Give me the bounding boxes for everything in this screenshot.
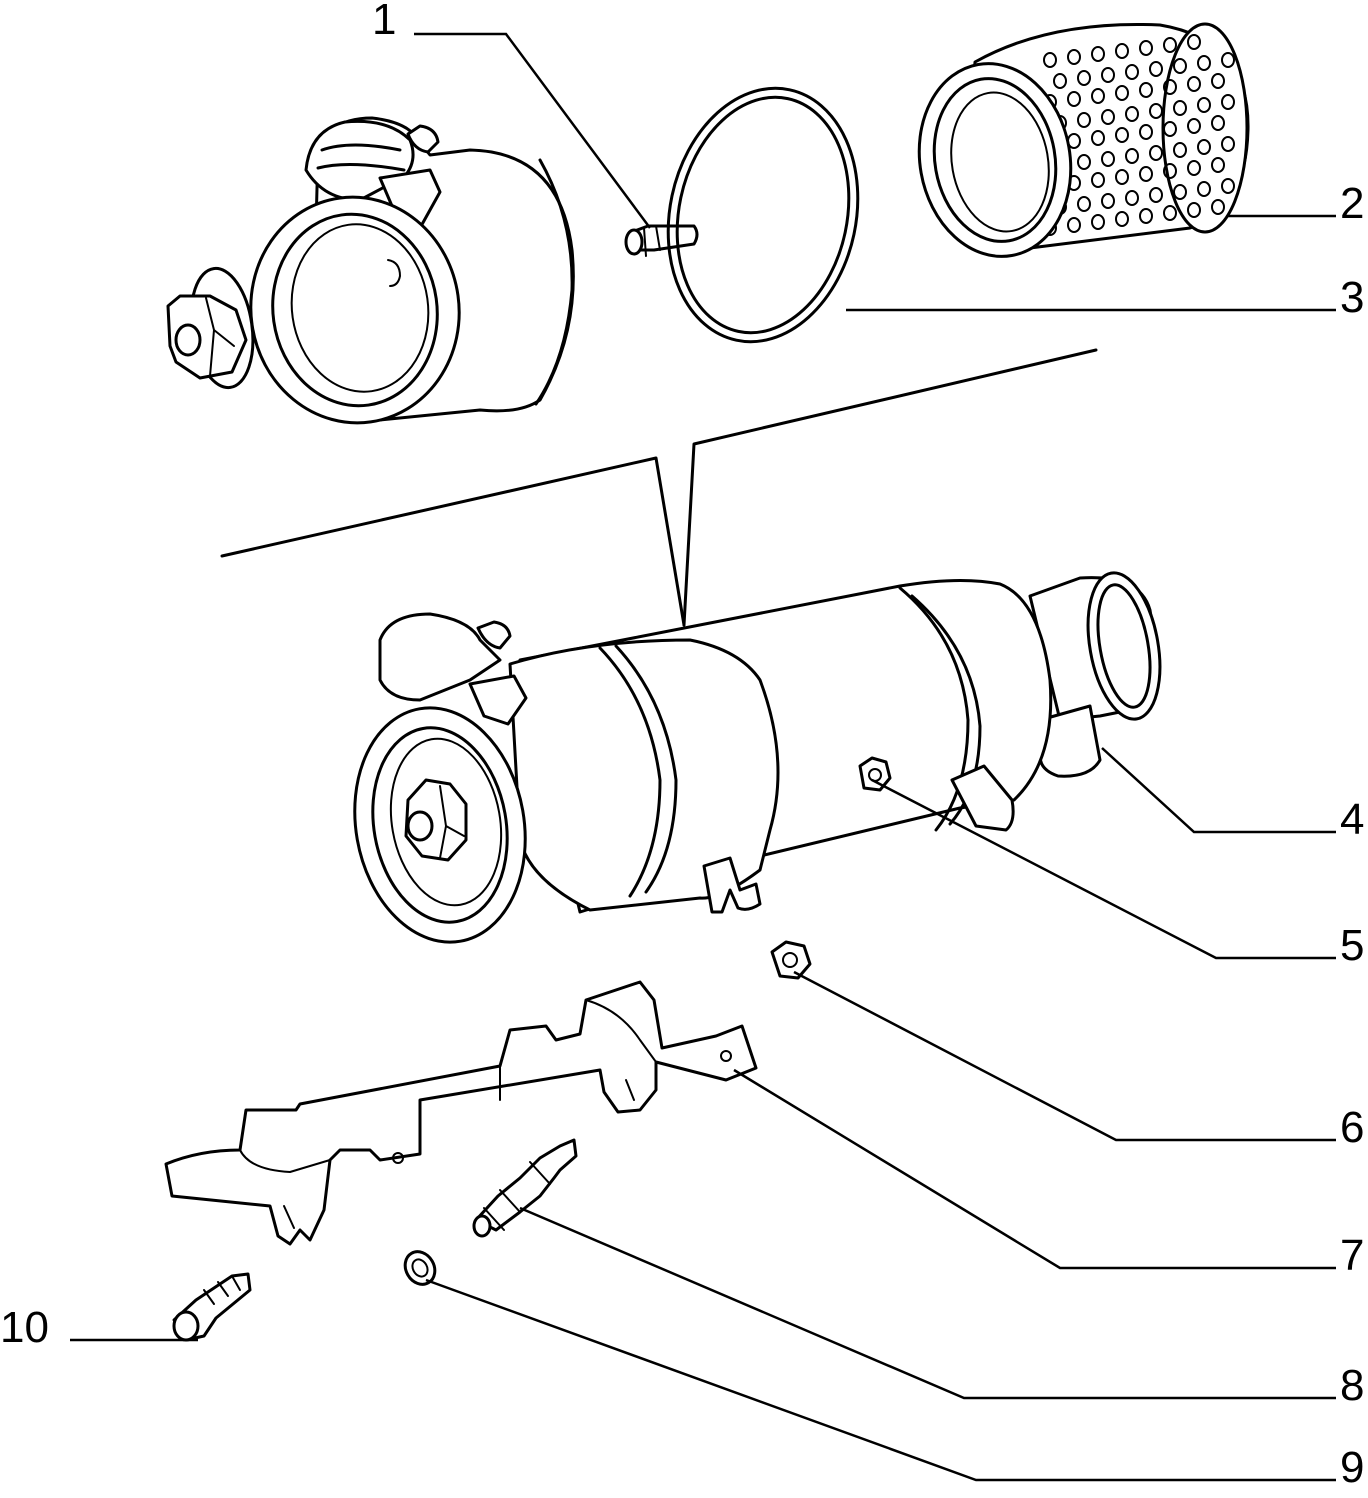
perforation-hole	[1187, 160, 1201, 176]
part-9-nut	[403, 1250, 437, 1286]
perforation-hole	[1163, 37, 1177, 53]
leader-6	[793, 970, 1336, 1142]
perforation-hole	[1197, 55, 1211, 71]
perforation-hole	[1043, 52, 1057, 68]
perforation-hole	[1211, 115, 1225, 131]
filter-cover	[249, 116, 575, 425]
perforation-hole	[1149, 187, 1163, 203]
perforation-hole	[1163, 121, 1177, 137]
perforation-hole	[1077, 154, 1091, 170]
perforation-hole	[1197, 181, 1211, 197]
perforation-hole	[1149, 145, 1163, 161]
wing-knob	[166, 266, 255, 390]
part-8-stud	[472, 1138, 578, 1238]
perforation-hole	[1067, 91, 1081, 107]
perforation-hole	[1125, 106, 1139, 122]
perforation-hole	[1221, 178, 1235, 194]
callout-1: 1	[372, 0, 396, 44]
leader-1	[414, 32, 652, 229]
leader-9	[425, 1278, 1336, 1482]
perforation-hole	[1067, 217, 1081, 233]
perforation-hole	[1115, 127, 1129, 143]
perforation-hole	[1173, 100, 1187, 116]
callout-2: 2	[1340, 179, 1364, 228]
callout-5: 5	[1340, 921, 1364, 970]
callout-3: 3	[1340, 273, 1364, 322]
perforation-hole	[1125, 190, 1139, 206]
perforation-hole	[1139, 40, 1153, 56]
part-4-air-filter-assembly	[353, 571, 1162, 944]
perforation-hole	[1091, 172, 1105, 188]
leader-8	[519, 1206, 1336, 1400]
perforation-hole	[1101, 151, 1115, 167]
perforation-hole	[1163, 205, 1177, 221]
perforation-hole	[1139, 82, 1153, 98]
perforation-hole	[1163, 79, 1177, 95]
perforation-hole	[1139, 208, 1153, 224]
perforation-hole	[1101, 109, 1115, 125]
part-1-stud	[624, 224, 699, 257]
perforation-hole	[1115, 169, 1129, 185]
perforation-hole	[1091, 130, 1105, 146]
perforation-hole	[1091, 46, 1105, 62]
part-2-filter-cartridge	[917, 22, 1250, 258]
perforation-hole	[1187, 118, 1201, 134]
callout-6: 6	[1340, 1103, 1364, 1152]
perforation-hole	[1211, 73, 1225, 89]
leader-4	[1101, 747, 1336, 834]
perforation-hole	[1187, 76, 1201, 92]
perforation-hole	[1077, 196, 1091, 212]
perforation-hole	[1139, 124, 1153, 140]
perforation-hole	[1187, 202, 1201, 218]
perforation-hole	[1115, 85, 1129, 101]
perforation-hole	[1115, 43, 1129, 59]
perforation-hole	[1173, 184, 1187, 200]
part-6-nut	[770, 940, 812, 980]
perforation-hole	[1101, 193, 1115, 209]
part-10-bolt	[172, 1272, 252, 1342]
perforation-hole	[1125, 148, 1139, 164]
perforation-hole	[1197, 139, 1211, 155]
perforation-hole	[1077, 112, 1091, 128]
perforation-hole	[1149, 103, 1163, 119]
perforation-hole	[1221, 136, 1235, 152]
perforation-hole	[1197, 97, 1211, 113]
part-7-bracket	[164, 980, 758, 1246]
callout-9: 9	[1340, 1443, 1364, 1492]
perforation-hole	[1149, 61, 1163, 77]
leader-lines	[70, 32, 1336, 1482]
callout-8: 8	[1340, 1361, 1364, 1410]
perforation-hole	[1139, 166, 1153, 182]
perforation-hole	[1211, 157, 1225, 173]
perforation-hole	[1067, 49, 1081, 65]
perforation-hole	[1221, 52, 1235, 68]
perforation-hole	[1115, 211, 1129, 227]
filter-perforations	[1043, 34, 1235, 236]
perforation-hole	[1221, 94, 1235, 110]
perforation-hole	[1173, 142, 1187, 158]
part-3-sealing-ring	[666, 86, 860, 344]
leader-5	[871, 778, 1336, 960]
perforation-hole	[1211, 199, 1225, 215]
perforation-hole	[1077, 70, 1091, 86]
perforation-hole	[1091, 214, 1105, 230]
callout-4: 4	[1340, 795, 1364, 844]
perforation-hole	[1125, 64, 1139, 80]
assembly-guide-lines	[220, 348, 1098, 627]
perforation-hole	[1053, 73, 1067, 89]
perforation-hole	[1091, 88, 1105, 104]
perforation-hole	[1163, 163, 1177, 179]
perforation-hole	[1173, 58, 1187, 74]
callout-10: 10	[0, 1303, 49, 1352]
callout-7: 7	[1340, 1231, 1364, 1280]
leader-7	[733, 1068, 1336, 1270]
perforation-hole	[1187, 34, 1201, 50]
perforation-hole	[1101, 67, 1115, 83]
